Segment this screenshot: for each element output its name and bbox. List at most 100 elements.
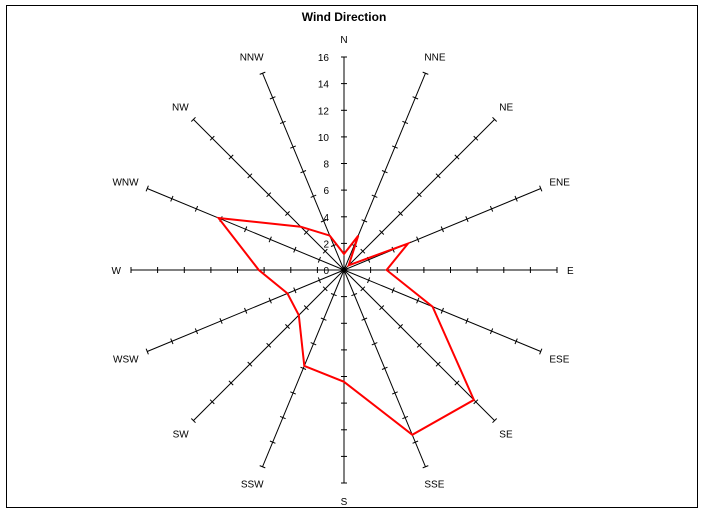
r-tick-label: 4 [323, 213, 329, 224]
r-tick-label: 16 [318, 53, 330, 64]
direction-label-n: N [340, 35, 347, 46]
axis-tick-sw [285, 324, 290, 329]
axis-tick-nw [247, 173, 253, 179]
axis-tick-ese [465, 318, 469, 324]
axis-tick-wsw [293, 287, 297, 294]
axis-tick-ssw [290, 391, 296, 395]
axis-tick-ne [398, 211, 403, 216]
direction-label-sse: SSE [424, 479, 444, 490]
axis-tick-sw [190, 418, 196, 424]
axis-tick-ene [514, 195, 518, 202]
axis-tick-ssw [330, 293, 337, 297]
axis-tick-nw [209, 135, 215, 141]
axis-tick-ssw [310, 342, 317, 346]
axis-tick-sse [371, 342, 378, 346]
axis-tick-sse [361, 317, 368, 321]
axis-tick-sse [392, 391, 398, 395]
axis-tick-nne [402, 120, 409, 125]
axis-tick-nne [412, 96, 419, 100]
r-tick-label: 12 [318, 106, 330, 117]
axis-tick-sw [322, 286, 328, 292]
axis-tick-nne [371, 194, 378, 198]
direction-label-se: SE [499, 429, 513, 440]
direction-label-nw: NW [172, 103, 189, 114]
r-tick-label: 6 [323, 186, 329, 197]
axis-tick-nw [190, 116, 196, 122]
axis-tick-nne [361, 219, 368, 223]
axis-tick-nnw [279, 120, 286, 125]
axis-tick-ssw [269, 440, 276, 444]
axis-tick-wnw [170, 195, 174, 202]
axis-tick-wsw [219, 318, 223, 324]
axis-tick-nnw [269, 96, 276, 100]
axis-tick-sw [303, 305, 309, 311]
axis-tick-ese [416, 297, 420, 304]
axis-tick-sw [228, 380, 234, 386]
axis-tick-nw [322, 248, 328, 254]
axis-tick-ssw [259, 465, 266, 469]
axis-tick-nnw [259, 71, 266, 75]
axis-tick-ssw [300, 366, 307, 370]
axis-tick-se [492, 418, 498, 424]
axis-tick-se [360, 286, 366, 292]
axis-tick-ne [360, 248, 366, 254]
axis-tick-se [473, 399, 479, 405]
axis-tick-ne [473, 135, 479, 141]
r-tick-label: 2 [323, 239, 329, 250]
axis-tick-ne [416, 192, 422, 198]
series-line-0 [216, 216, 476, 436]
axis-tick-ese [489, 328, 494, 335]
axis-tick-ssw [279, 415, 286, 420]
axis-tick-ese [367, 277, 371, 284]
direction-label-nnw: NNW [240, 53, 264, 64]
axis-tick-wnw [194, 205, 199, 212]
axis-tick-sw [209, 399, 215, 405]
axis-tick-ese [440, 307, 444, 314]
axis-tick-sw [266, 342, 272, 348]
axis-tick-ene [539, 185, 543, 192]
direction-label-ssw: SSW [241, 479, 264, 490]
axis-tick-ne [454, 154, 460, 160]
axis-tick-ese [539, 348, 543, 355]
axis-tick-ese [391, 287, 395, 294]
direction-label-s: S [341, 497, 348, 508]
axis-tick-ene [416, 236, 420, 243]
direction-label-ene: ENE [549, 178, 570, 189]
axis-tick-wnw [268, 236, 272, 243]
axis-tick-nne [381, 170, 388, 174]
axis-tick-wsw [317, 277, 321, 284]
axis-tick-sw [247, 361, 253, 367]
direction-label-ne: NE [499, 103, 513, 114]
axis-tick-wnw [145, 185, 149, 192]
axis-tick-ne [435, 173, 441, 179]
axis-tick-se [435, 361, 441, 367]
axis-tick-wnw [317, 256, 321, 263]
r-tick-label: 0 [323, 266, 329, 277]
axis-tick-wnw [293, 246, 297, 253]
axis-tick-wsw [145, 348, 149, 355]
axis-tick-se [454, 380, 460, 386]
axis-tick-se [398, 324, 403, 329]
direction-label-wsw: WSW [113, 354, 139, 365]
axis-tick-sse [381, 366, 388, 370]
axis-tick-ne [492, 116, 498, 122]
axis-tick-nw [266, 192, 272, 198]
axis-tick-wsw [194, 328, 199, 335]
direction-label-nne: NNE [424, 53, 445, 64]
axis-tick-wsw [170, 338, 174, 345]
direction-label-sw: SW [173, 429, 190, 440]
axis-tick-nw [285, 211, 290, 216]
axis-tick-sse [402, 415, 409, 420]
axis-tick-nnw [320, 219, 327, 223]
axis-tick-nne [422, 71, 429, 75]
axis-tick-sse [412, 440, 419, 444]
axis-tick-ene [465, 216, 469, 222]
axis-tick-nnw [290, 145, 296, 149]
axis-tick-nnw [310, 194, 317, 198]
axis-tick-ssw [320, 317, 327, 321]
axis-tick-ene [440, 226, 444, 233]
direction-label-w: W [112, 266, 122, 277]
axis-tick-nnw [300, 170, 307, 174]
axis-tick-se [416, 342, 422, 348]
